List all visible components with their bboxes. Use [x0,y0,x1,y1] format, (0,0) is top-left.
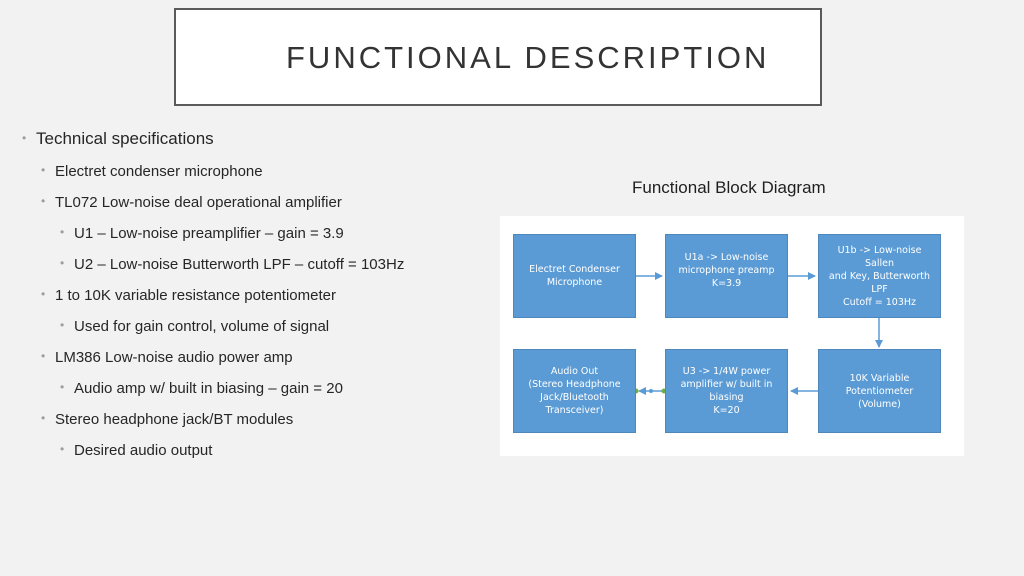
bullet-dot-icon: • [41,163,46,177]
bullet-item: • TL072 Low-noise deal operational amplif… [41,194,342,211]
bullet-item: • 1 to 10K variable resistance potentiome… [41,287,336,304]
block-audio-out: Audio Out (Stereo Headphone Jack/Bluetoo… [513,349,636,433]
bullet-item: • Used for gain control, volume of signal [60,318,329,335]
bullet-dot-icon: • [41,411,46,425]
bullet-text: Electret condenser microphone [55,163,263,180]
bullet-list: • Technical specifications • Electret cond… [0,0,500,576]
bullet-dot-icon: • [60,380,65,394]
bullet-item: • Desired audio output [60,442,212,459]
bullet-item: • Technical specifications [22,129,214,149]
bullet-item: • Stereo headphone jack/BT modules [41,411,293,428]
block-potentiometer: 10K Variable Potentiometer (Volume) [818,349,941,433]
block-diagram: Electret Condenser Microphone U1a -> Low… [500,216,964,456]
bullet-dot-icon: • [41,194,46,208]
bullet-dot-icon: • [41,349,46,363]
diagram-heading: Functional Block Diagram [632,178,826,197]
bullet-dot-icon: • [60,225,65,239]
bullet-item: • LM386 Low-noise audio power amp [41,349,293,366]
bullet-text: Audio amp w/ built in biasing – gain = 2… [74,380,343,397]
bullet-dot-icon: • [60,442,65,456]
bullet-dot-icon: • [60,318,65,332]
bullet-text: 1 to 10K variable resistance potentiomet… [55,287,336,304]
bullet-dot-icon: • [22,131,27,145]
block-lpf: U1b -> Low-noise Sallen and Key, Butterw… [818,234,941,318]
block-power-amp: U3 -> 1/4W power amplifier w/ built in b… [665,349,788,433]
bullet-dot-icon: • [60,256,65,270]
block-preamp: U1a -> Low-noise microphone preamp K=3.9 [665,234,788,318]
bullet-dot-icon: • [41,287,46,301]
bullet-text: U1 – Low-noise preamplifier – gain = 3.9 [74,225,344,242]
bullet-item: • Audio amp w/ built in biasing – gain = … [60,380,343,397]
bullet-item: • Electret condenser microphone [41,163,263,180]
bullet-text: Technical specifications [36,129,214,148]
bullet-text: Stereo headphone jack/BT modules [55,411,294,428]
block-microphone: Electret Condenser Microphone [513,234,636,318]
connector-dot [649,389,653,393]
bullet-item: • U1 – Low-noise preamplifier – gain = 3.… [60,225,344,242]
bullet-text: LM386 Low-noise audio power amp [55,349,293,366]
bullet-item: • U2 – Low-noise Butterworth LPF – cutoff… [60,256,404,273]
slide-title: FUNCTIONAL DESCRIPTION [286,40,770,75]
bullet-text: TL072 Low-noise deal operational amplifi… [55,194,342,211]
title-box: FUNCTIONAL DESCRIPTION [174,8,822,106]
bullet-text: U2 – Low-noise Butterworth LPF – cutoff … [74,256,405,273]
bullet-text: Desired audio output [74,442,213,459]
bullet-text: Used for gain control, volume of signal [74,318,330,335]
